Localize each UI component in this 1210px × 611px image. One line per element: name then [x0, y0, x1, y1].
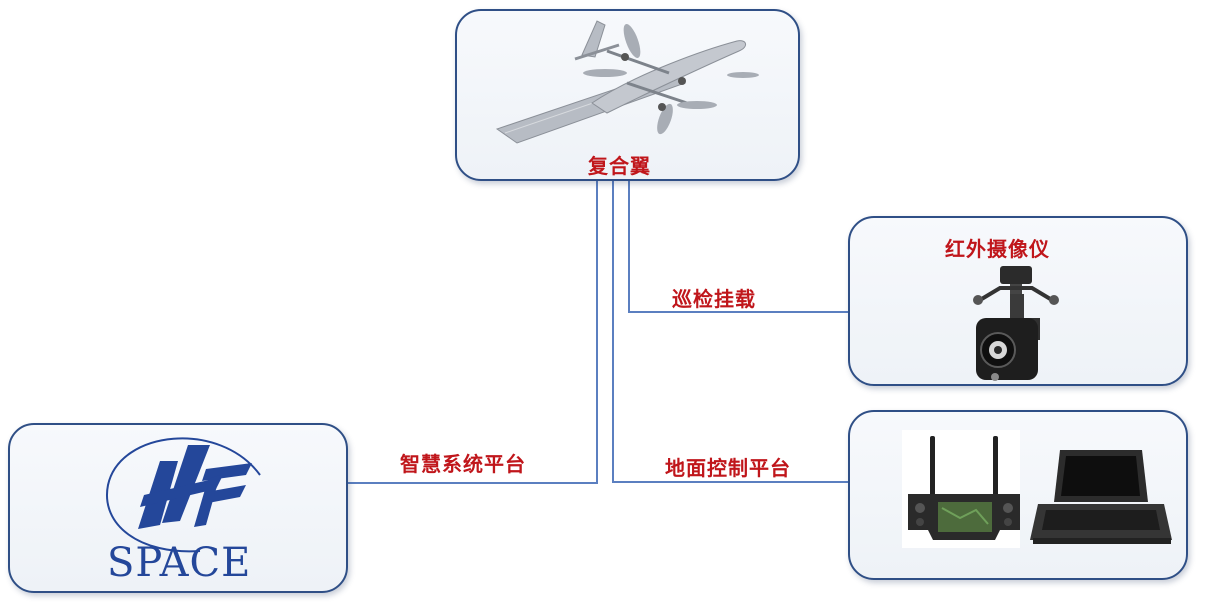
vtol-drone-image [495, 20, 759, 144]
connector-patrol-payload [628, 181, 848, 313]
space-wordmark: SPACE [107, 540, 252, 586]
connector-smart-platform [348, 181, 598, 484]
infrared-camera-image [973, 266, 1059, 381]
drone-node [455, 9, 800, 181]
connector-ground-platform [612, 181, 848, 483]
ground-control-image [902, 430, 1172, 548]
camera-label: 红外摄像仪 [945, 237, 1050, 261]
drone-label: 复合翼 [588, 154, 651, 178]
hf-logo-mark [105, 437, 261, 553]
ground-control-node [848, 410, 1188, 580]
ground-platform-label: 地面控制平台 [665, 456, 791, 480]
patrol-payload-label: 巡检挂载 [672, 287, 756, 311]
hf-space-logo-node [8, 423, 348, 593]
infrared-camera-node [848, 216, 1188, 386]
smart-platform-label: 智慧系统平台 [400, 452, 526, 476]
